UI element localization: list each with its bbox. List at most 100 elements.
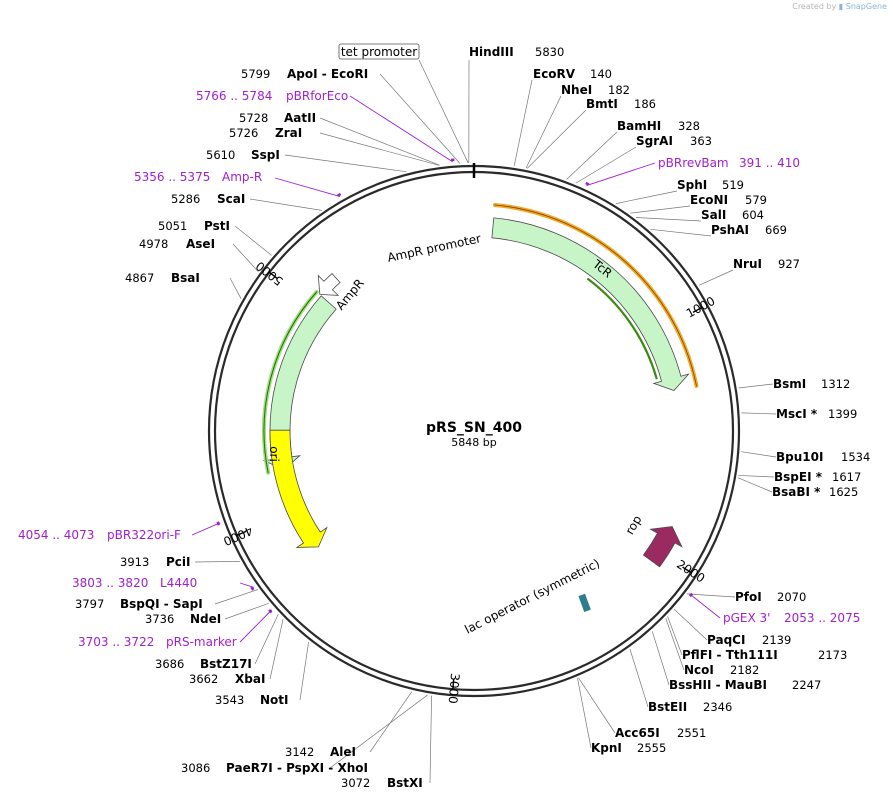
enzyme-position: 3913 [120, 555, 149, 569]
primer-label: Amp-R [222, 170, 262, 184]
enzyme-leader-line [234, 225, 272, 256]
tet-promoter-leader [418, 59, 469, 164]
lac-operator-mark [578, 593, 591, 613]
feature-arrow-ori [269, 429, 328, 548]
enzyme-label: NdeI [190, 612, 221, 626]
enzyme-position: 1534 [841, 450, 870, 464]
feature-arrow-ampr-promoter [317, 273, 341, 296]
enzyme-label: XbaI [235, 672, 265, 686]
enzyme-label: BssHII - MauBI [669, 678, 767, 692]
leader-lines [191, 59, 777, 784]
enzyme-label: Bpu10I [776, 450, 823, 464]
primer-leader-line [239, 609, 273, 643]
enzyme-leader-line [525, 95, 562, 169]
primer-leader-line [274, 177, 341, 197]
tick-mark [692, 307, 703, 314]
enzyme-position: 186 [634, 97, 656, 111]
primer-label: pBR322ori-F [107, 528, 181, 542]
enzyme-leader-line [615, 190, 678, 204]
enzyme-leader-line [249, 198, 322, 211]
enzyme-leader-line [369, 691, 413, 753]
enzyme-position: 182 [608, 83, 630, 97]
enzyme-label: BstEII [648, 700, 687, 714]
tick-mark [452, 679, 455, 690]
enzyme-label: EcoNI [690, 193, 728, 207]
enzyme-position: 3543 [215, 693, 244, 707]
enzyme-leader-line [254, 613, 279, 665]
enzyme-label: Acc65I [615, 726, 660, 740]
enzyme-label: PfoI [735, 590, 762, 604]
enzyme-leader-line [232, 243, 259, 273]
enzyme-leader-line [630, 205, 691, 214]
enzyme-label: SspI [251, 148, 280, 162]
enzyme-label: NcoI [684, 663, 714, 677]
enzyme-leader-line [667, 616, 683, 656]
enzyme-leader-line [578, 677, 616, 734]
enzyme-position: 328 [678, 119, 700, 133]
enzyme-leader-line [673, 608, 708, 641]
enzyme-label: AleI [330, 745, 356, 759]
enzyme-label: BstXI [387, 776, 423, 790]
enzyme-label: PshAI [711, 223, 749, 237]
primer-site-mark [336, 192, 342, 197]
enzyme-leader-line [513, 79, 533, 167]
primer-range: 391 .. 410 [739, 156, 800, 170]
primer-leader-line [191, 522, 221, 536]
enzyme-position: 5610 [206, 148, 235, 162]
enzyme-leader-line [379, 73, 461, 164]
enzyme-leader-line [299, 641, 309, 701]
enzyme-position: 927 [778, 257, 800, 271]
tick-mark [682, 566, 692, 574]
enzyme-position: 363 [690, 134, 712, 148]
enzyme-leader-line [319, 117, 440, 166]
primer-leader-line [689, 593, 721, 619]
enzyme-position: 669 [765, 223, 787, 237]
enzyme-label: AseI [186, 237, 215, 251]
enzyme-leader-line [577, 678, 592, 749]
primer-range: 3803 .. 3820 [72, 576, 148, 590]
enzyme-leader-line [737, 477, 773, 493]
primer-range: 5356 .. 5375 [134, 170, 210, 184]
enzyme-position: 3086 [181, 761, 210, 775]
enzyme-leader-line [738, 475, 775, 478]
enzyme-label: ApoI - EcoRI [287, 67, 368, 81]
enzyme-label: ScaI [217, 192, 245, 206]
enzyme-position: 2247 [792, 678, 821, 692]
enzyme-position: 5286 [171, 192, 200, 206]
enzyme-position: 2551 [677, 726, 706, 740]
enzyme-leader-line [741, 451, 777, 458]
enzyme-leader-line [738, 383, 774, 389]
enzyme-label: SalI [701, 208, 726, 222]
ampr-green-arc-core [263, 291, 318, 474]
enzyme-position: 2555 [637, 741, 666, 755]
enzyme-leader-line [429, 695, 432, 784]
enzyme-position: 3662 [189, 672, 218, 686]
enzyme-label: SphI [677, 178, 707, 192]
tick-mark [268, 271, 278, 279]
enzyme-leader-line [214, 589, 259, 605]
enzyme-leader-line [635, 217, 702, 222]
enzyme-label: BsaI [171, 271, 200, 285]
enzyme-leader-line [741, 412, 777, 415]
feature-arrow-tcr [491, 217, 690, 391]
enzyme-position: 5051 [158, 219, 187, 233]
enzyme-label: PaeR7I - PspXI - XhoI [226, 761, 368, 775]
primer-range: 4054 .. 4073 [18, 528, 94, 542]
snapgene-credit: Created by ▮ SnapGene [792, 2, 887, 11]
enzyme-label: KpnI [591, 741, 622, 755]
primer-range: 2053 .. 2075 [784, 611, 860, 625]
primer-site-mark [585, 181, 590, 186]
enzyme-position: 2173 [818, 648, 847, 662]
tick-mark [236, 530, 247, 537]
plasmid-size: 5848 bp [451, 436, 496, 449]
primer-label: L4440 [160, 576, 197, 590]
primer-label: pRS-marker [166, 635, 237, 649]
enzyme-position: 3072 [341, 776, 370, 790]
feature-label-ori: ori [267, 446, 281, 462]
enzyme-position: 1399 [828, 407, 857, 421]
enzyme-label: ZraI [275, 126, 302, 140]
tick-label: 2000 [674, 557, 707, 585]
enzyme-leader-line [651, 631, 670, 686]
primer-site-mark [268, 609, 273, 614]
